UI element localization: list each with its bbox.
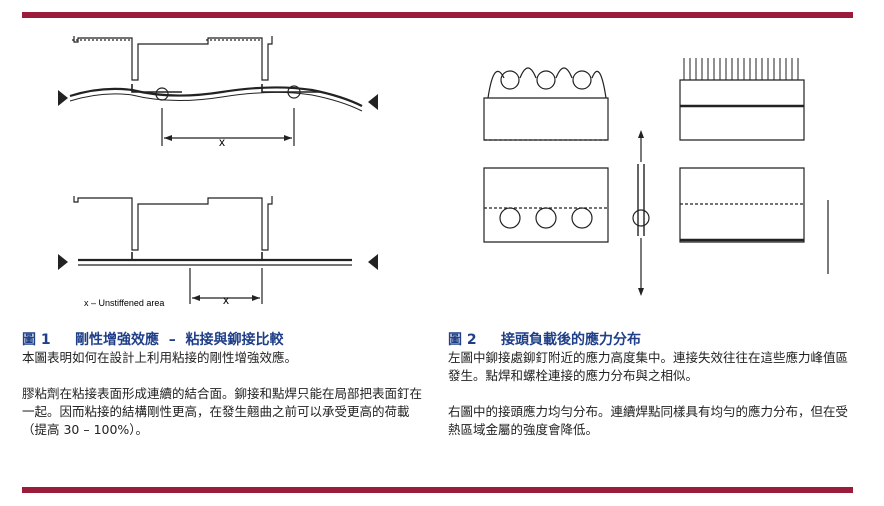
figure-1-paragraph-1: 本圖表明如何在設計上利用粘接的剛性增強效應。 (22, 350, 298, 365)
figure-1-drawing: x x x – Unstiffened area (58, 36, 378, 308)
figure-1-legend: x – Unstiffened area (84, 298, 164, 308)
figure-2-title: 圖 2 接頭負載後的應力分布 (448, 332, 641, 348)
figure-2-caption: 圖 2 接頭負載後的應力分布 左圖中鉚接處鉚釘附近的應力高度集中。連接失效往往在… (448, 331, 858, 439)
figure-1-paragraph-2: 膠粘劑在粘接表面形成連續的結合面。鉚接和點焊只能在局部把表面釘在一起。因而粘接的… (22, 386, 423, 437)
figure-2-paragraph-2: 右圖中的接頭應力均勻分布。連續焊點同樣具有均勻的應力分布，但在受熱區域金屬的強度… (448, 404, 849, 437)
dimension-label-top: x (219, 135, 225, 149)
dimension-label-bottom: x (223, 293, 229, 307)
figure-2-paragraph-1: 左圖中鉚接處鉚釘附近的應力高度集中。連接失效往往在這些應力峰值區發生。點焊和螺栓… (448, 350, 849, 383)
bottom-rule (22, 487, 853, 493)
top-rule (22, 12, 853, 18)
figure-2-drawing (483, 58, 829, 296)
figure-1-caption: 圖 1 剛性增強效應 – 粘接與鉚接比較 本圖表明如何在設計上利用粘接的剛性增強… (22, 331, 432, 439)
figure-1-title: 圖 1 剛性增強效應 – 粘接與鉚接比較 (22, 332, 284, 348)
